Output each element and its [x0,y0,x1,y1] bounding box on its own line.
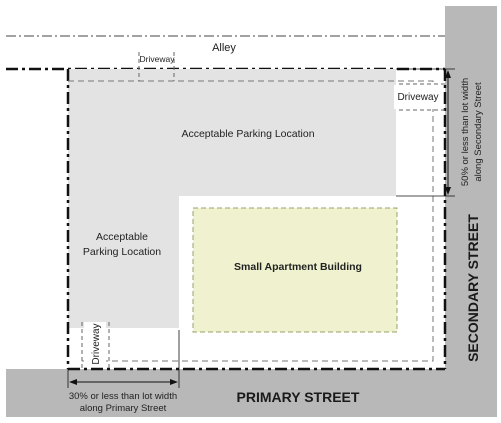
driveway-bottom-label: Driveway [91,323,102,364]
driveway-right [396,83,445,111]
lot-boundary [66,69,447,371]
driveway-top-label: Driveway [140,54,176,64]
dim-right-arrowhead-bottom [445,187,451,195]
setback-line [68,80,434,362]
dim-right-label-line2: along Secondary Street [473,82,484,182]
driveway-bottom-label-box [84,322,106,367]
parking-main-label: Acceptable Parking Location [181,128,314,140]
building-label: Small Apartment Building [234,261,362,273]
primary-street-band [6,369,497,417]
alley-label: Alley [212,42,236,54]
parking-left-label-line2: Parking Location [83,246,161,258]
primary-street-label: PRIMARY STREET [237,389,360,405]
apartment-building [192,207,398,333]
dim-bottom-label-line2: along Primary Street [80,403,167,414]
parking-area [68,69,396,328]
dim-right-arrowhead-top [445,70,451,78]
dim-bottom-arrowhead-right [170,379,178,385]
parking-left-label-line1: Acceptable [96,231,148,243]
driveway-right-label-box [394,85,442,109]
dim-bottom-label-line1: 30% or less than lot width [69,391,177,402]
dim-right-label-line1: 50% or less than lot width [460,78,471,186]
secondary-street-band [445,6,497,417]
driveway-bottom [81,322,110,369]
dim-bottom-arrowhead-left [69,379,77,385]
driveway-right-label: Driveway [397,92,438,103]
secondary-street-label: SECONDARY STREET [465,214,481,362]
